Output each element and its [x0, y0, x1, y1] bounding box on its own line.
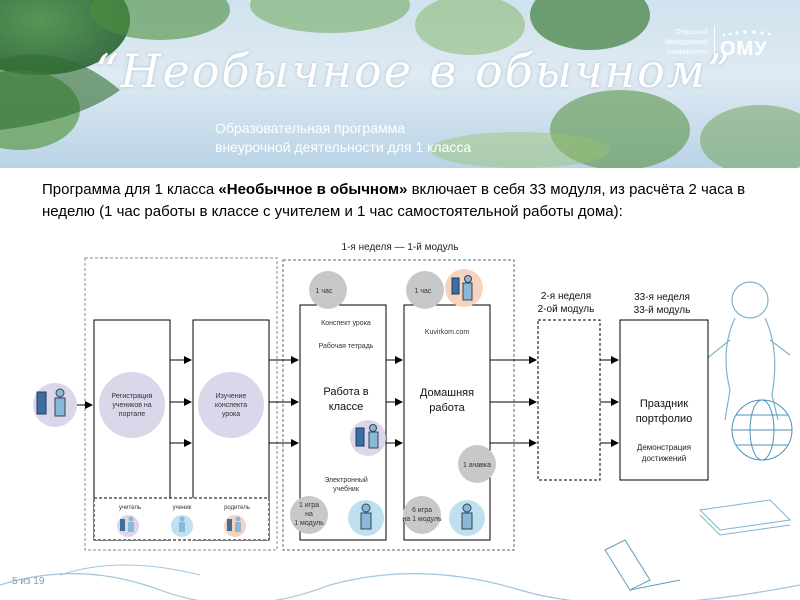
legend-teacher-icon	[117, 515, 139, 537]
legend-student-label: ученик	[173, 505, 192, 511]
class-hour-circle	[309, 271, 347, 309]
logo-line-3: Университет	[667, 49, 708, 56]
logo-abbreviation: ОМУ	[720, 38, 768, 60]
foliage-background	[0, 0, 800, 168]
final-box	[619, 319, 709, 481]
challenge-label: 1 ачавка	[463, 462, 491, 469]
flow-arrows	[77, 356, 619, 447]
final-text-2: портфолио	[636, 413, 693, 425]
class-teacher-icon	[350, 420, 386, 456]
subtitle: Образовательная программа внеурочной дея…	[215, 119, 575, 157]
class-hour-label: 1 час	[316, 288, 333, 295]
logo-dots-icon	[722, 30, 771, 37]
teacher-circle	[33, 383, 77, 427]
class-game-text-1: 1 игра	[299, 502, 319, 509]
omu-logo: Открытый Молодёжный Университет ОМУ	[648, 26, 778, 66]
home-work-text-1: Домашняя	[420, 387, 474, 399]
registration-text-3: портале	[119, 411, 146, 418]
electronic-text-1: Электронный	[324, 476, 368, 484]
logo-line-2: Молодёжный	[664, 39, 708, 46]
final-text-1: Праздник	[640, 398, 688, 410]
legend-student-icon	[171, 515, 193, 537]
week1-frame	[282, 259, 515, 551]
study-text-3: урока	[222, 411, 240, 418]
page-number: 5 из 19	[12, 576, 45, 587]
class-game-circle	[290, 496, 328, 534]
legend-parent-label: родитель	[224, 505, 250, 511]
class-work-text-2: классе	[329, 401, 364, 413]
logo-separator	[714, 26, 715, 64]
week33-label-2: 33-й модуль	[634, 305, 691, 316]
intro-part-1: Программа для 1 класса	[42, 181, 219, 198]
legend-teacher-label: учитель	[119, 505, 141, 511]
home-game-text-1: 6 игра	[412, 507, 432, 514]
class-game-text-3: 1 модуль	[294, 520, 324, 527]
study-text-2: конспекта	[215, 402, 247, 409]
home-parent-icon	[445, 269, 483, 307]
main-title: “Необычное в обычном”	[95, 44, 733, 98]
subtitle-line-1: Образовательная программа	[215, 120, 406, 136]
intro-text: Программа для 1 класса «Необычное в обыч…	[42, 179, 762, 223]
logo-caption: Открытый Молодёжный Университет	[648, 28, 708, 58]
final-sub-1: Демонстрация	[637, 443, 691, 452]
week2-box	[537, 319, 601, 481]
intro-program-name: «Необычное в обычном»	[218, 181, 408, 198]
website-label: Kuvirkom.com	[425, 329, 470, 336]
study-text-1: Изучение	[216, 393, 247, 400]
home-hour-label: 1 час	[415, 288, 432, 295]
lesson-notes-label: Конспект урока	[321, 320, 371, 327]
class-work-text-1: Работа в	[323, 386, 368, 398]
home-game-text-2: на 1 модуль	[402, 516, 442, 523]
registration-circle	[99, 372, 165, 438]
week2-label-1: 2-я неделя	[541, 291, 591, 302]
registration-text-1: Регистрация	[112, 393, 153, 400]
study-circle	[198, 372, 264, 438]
class-game-text-2: на	[305, 511, 313, 518]
home-work-text-2: работа	[429, 402, 465, 414]
workbook-label: Рабочая тетрадь	[319, 342, 374, 350]
home-hour-circle	[406, 271, 444, 309]
week1-label: 1-я неделя — 1-й модуль	[342, 242, 459, 253]
logo-line-1: Открытый	[675, 29, 708, 36]
week33-label-1: 33-я неделя	[634, 292, 690, 303]
home-game-circle	[403, 496, 441, 534]
subtitle-line-2: внеурочной деятельности для 1 класса	[215, 139, 472, 155]
header-banner: “Необычное в обычном” Образовательная пр…	[0, 0, 800, 168]
intro-part-2: включает в себя 33 модуля, из расчёта 2 …	[42, 181, 746, 220]
challenge-circle	[458, 445, 496, 483]
class-student-icon	[348, 500, 384, 536]
legend-parent-icon	[224, 515, 246, 537]
registration-text-2: учеников на	[112, 402, 151, 409]
final-sub-2: достижений	[642, 454, 686, 463]
electronic-text-2: учебник	[333, 485, 360, 493]
home-student-icon	[449, 500, 485, 536]
week2-label-2: 2-ой модуль	[538, 304, 595, 315]
